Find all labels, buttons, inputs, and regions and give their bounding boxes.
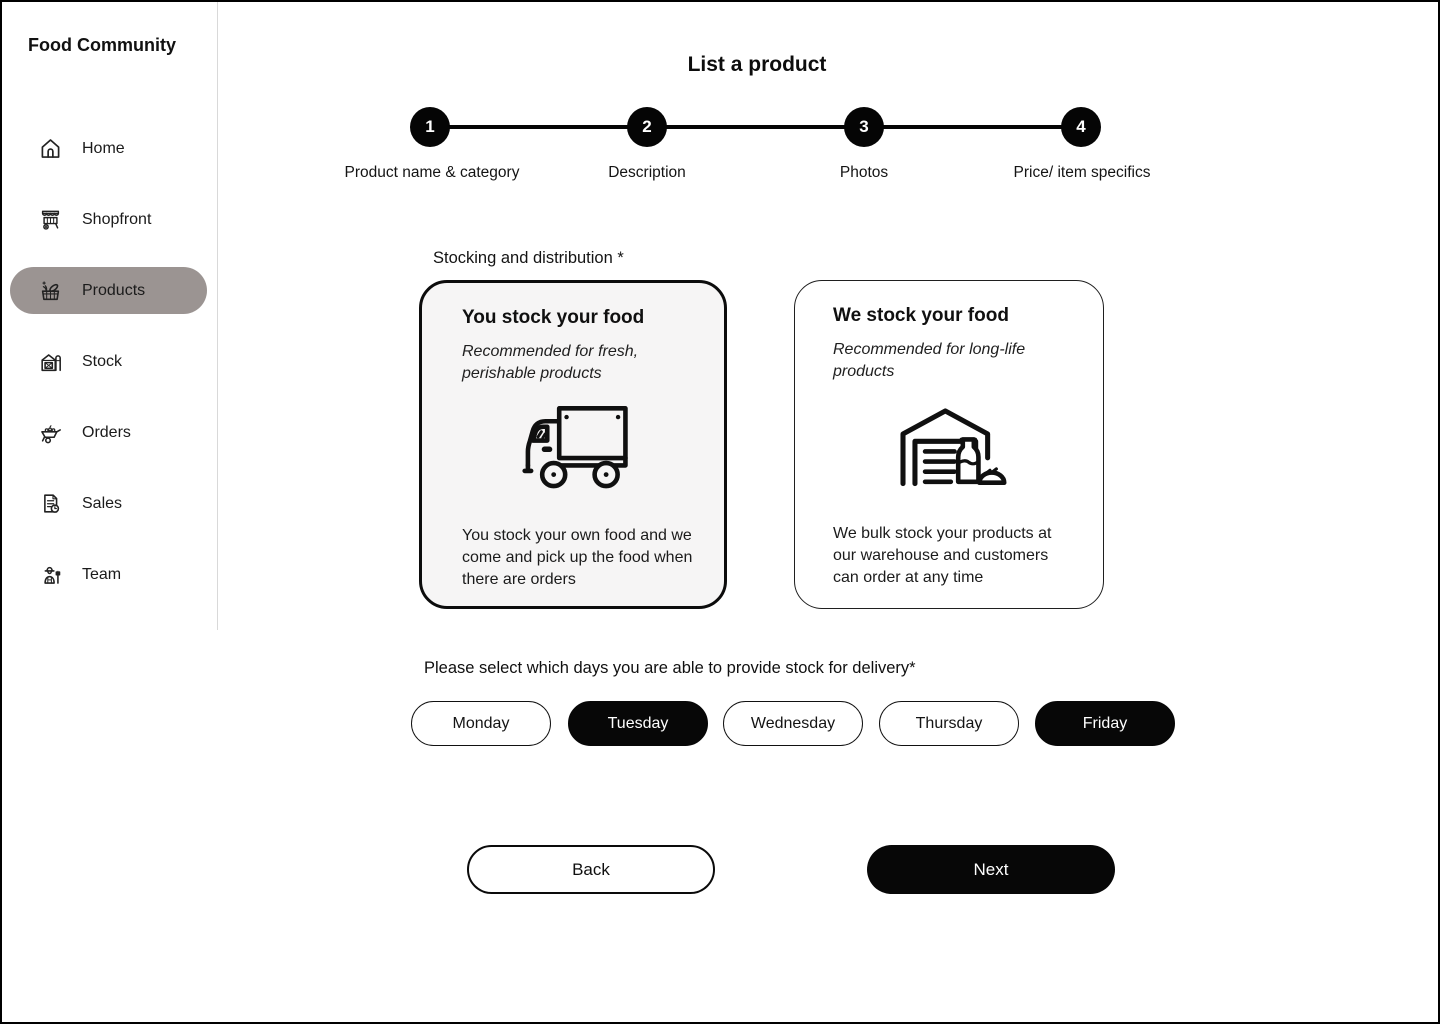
step-label-4: Price/ item specifics [1013,164,1151,181]
step-label-1: Product name & category [344,164,520,181]
day-pill-thursday[interactable]: Thursday [879,701,1019,746]
orders-icon [37,419,64,446]
products-icon [37,277,64,304]
sales-icon [37,490,64,517]
home-icon [37,135,64,162]
sidebar-item-label: Orders [82,423,131,441]
sidebar-item-label: Home [82,139,125,157]
option-description: You stock your own food and we come and … [462,527,693,588]
stock-icon [37,348,64,375]
sidebar-item-orders[interactable]: Orders [10,409,207,456]
sidebar-item-products[interactable]: Products [10,267,207,314]
step-circle-1[interactable]: 1 [410,107,450,147]
next-button[interactable]: Next [867,845,1115,894]
sidebar-item-shopfront[interactable]: Shopfront [10,196,207,243]
sidebar-item-home[interactable]: Home [10,125,207,172]
day-pill-tuesday[interactable]: Tuesday [568,701,708,746]
option-description: We bulk stock your products at our wareh… [833,525,1052,586]
day-pill-friday[interactable]: Friday [1035,701,1175,746]
sidebar-item-label: Team [82,565,122,583]
page-title: List a product [687,53,827,76]
app-title: Food Community [28,35,176,55]
option-title: We stock your food [833,305,1009,326]
shopfront-icon [37,206,64,233]
step-circle-3[interactable]: 3 [844,107,884,147]
delivery-days-label: Please select which days you are able to… [424,659,916,677]
step-circle-2[interactable]: 2 [627,107,667,147]
sidebar-item-team[interactable]: Team [10,551,207,598]
step-label-3: Photos [839,164,889,181]
warehouse-icon [890,399,1008,491]
day-pill-monday[interactable]: Monday [411,701,551,746]
stepper-connector-line [430,125,1081,129]
option-title: You stock your food [462,307,645,328]
sidebar-item-label: Sales [82,494,123,512]
step-circle-4[interactable]: 4 [1061,107,1101,147]
sidebar-item-label: Shopfront [82,210,152,228]
stocking-option-we-stock[interactable]: We stock your food Recommended for long-… [794,280,1104,609]
sidebar-item-stock[interactable]: Stock [10,338,207,385]
day-pill-wednesday[interactable]: Wednesday [723,701,863,746]
back-button[interactable]: Back [467,845,715,894]
step-label-2: Description [608,164,686,181]
stocking-section-label: Stocking and distribution * [433,249,624,267]
team-icon [37,561,64,588]
sidebar-divider [217,2,218,630]
delivery-truck-icon [513,401,633,493]
option-subtitle: Recommended for fresh, perishable produc… [462,343,639,382]
option-subtitle: Recommended for long-life products [833,341,1026,380]
stocking-option-you-stock[interactable]: You stock your food Recommended for fres… [419,280,727,609]
sidebar-item-label: Stock [82,352,123,370]
sidebar-item-label: Products [82,281,146,299]
sidebar-item-sales[interactable]: Sales [10,480,207,527]
